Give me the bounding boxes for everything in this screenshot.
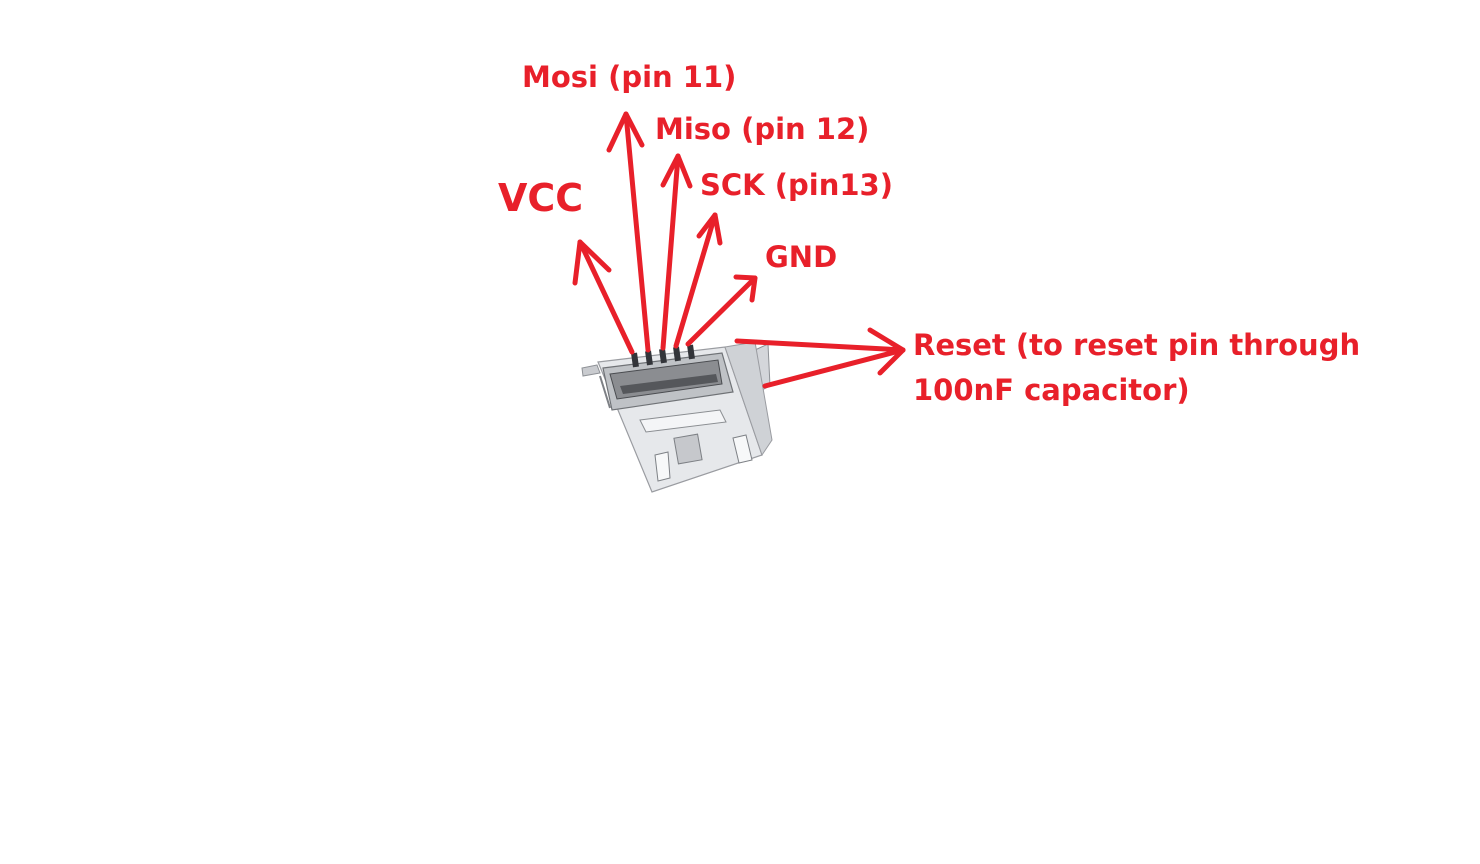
gnd-arrow <box>685 274 758 347</box>
mosi-label: Mosi (pin 11) <box>522 60 737 94</box>
usb-connector-image <box>581 341 773 493</box>
reset-arrow <box>734 327 906 389</box>
mosi-arrow <box>606 111 651 353</box>
reset-label-line2: 100nF capacitor) <box>913 373 1190 407</box>
sck-label: SCK (pin13) <box>700 168 893 202</box>
vcc-arrow <box>572 239 635 355</box>
reset-label-line1: Reset (to reset pin through <box>913 328 1361 362</box>
vcc-label: VCC <box>498 176 584 220</box>
gnd-label: GND <box>765 240 838 274</box>
miso-arrow <box>660 153 693 351</box>
sck-arrow <box>673 212 723 349</box>
miso-label: Miso (pin 12) <box>655 112 870 146</box>
pin-arrows <box>572 111 906 389</box>
